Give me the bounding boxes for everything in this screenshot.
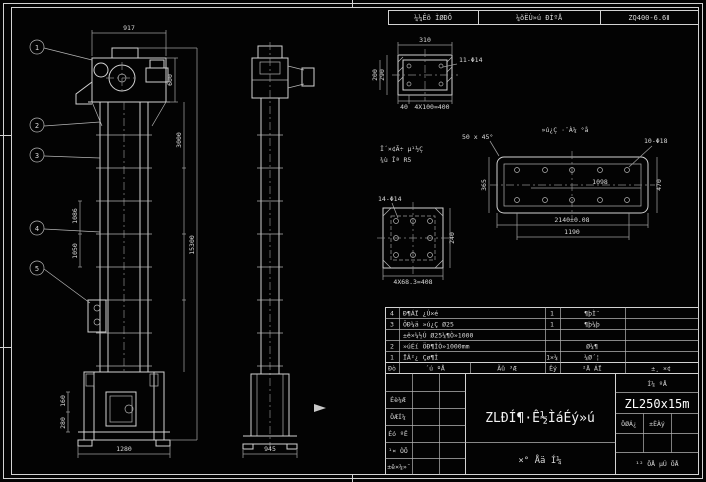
chamfer-label: 50 x 45° — [462, 133, 493, 141]
dim-boot-lower: 280 — [59, 417, 67, 429]
bom-row: ±ê×¼½Ú Ø25¼¶Ò»1000 — [403, 331, 474, 340]
bom-row: 1 ÏÂ²¿ Çø¶Î 1×¼ ¼Ø´¦ — [390, 353, 600, 362]
bom-mat: Ø¼¶ — [586, 343, 598, 351]
dim-total-height: 15300 — [188, 235, 196, 255]
bom-header-rem: ±¸ ×¢ — [651, 365, 671, 373]
dim-channel-edge: 40 — [400, 103, 408, 111]
dim-head-width: 917 — [123, 24, 135, 32]
bom-row: 4 Ð¶ÁÏ ¿Ú×é 1 ¶þÌ¨ — [390, 309, 600, 318]
dim-side-base-width: 945 — [264, 445, 276, 453]
dim-casing-section: 3000 — [175, 132, 183, 148]
sig-label-design: Éè¼Æ — [390, 395, 406, 404]
bom-mat: ¶þÌ¨ — [584, 309, 600, 318]
dim-plate-inner: 1098 — [592, 178, 608, 186]
bom-desc: ÏÂ²¿ Çø¶Î — [403, 353, 438, 362]
dim-channel-pitch: 4X100=400 — [414, 103, 449, 111]
dim-left-upper: 1086 — [71, 208, 79, 224]
balloon-3: 3 — [35, 152, 39, 160]
bom-qty: 1 — [550, 310, 554, 318]
bom-mat: ¶þ¼þ — [584, 321, 600, 329]
dim-boot-upper: 160 — [59, 395, 67, 407]
bom-no: 2 — [390, 343, 394, 351]
header-cell-1: ¼¼Êõ ÌØÐÔ — [414, 13, 452, 22]
drawing-no-label: Í¼ ºÅ — [647, 379, 667, 388]
bom-no: 3 — [390, 321, 394, 329]
bom-table: 4 Ð¶ÁÏ ¿Ú×é 1 ¶þÌ¨ 3 ÖÐ¼ä »ú¿Ç Ø25 1 ¶þ¼… — [385, 307, 699, 374]
title-block: Éè¼Æ ÖÆÍ¼ Éó ºË ¹¤ ÒÕ ±ê×¼»¯ ZLÐÍ¶·Ê½ÌáÉ… — [385, 373, 699, 475]
dim-plate-pitch: 1190 — [564, 228, 580, 236]
bom-desc: »úÉí ÖÐ¶ÎÒ»1000mm — [403, 342, 470, 351]
small-plate-detail: Î´×¢Ã÷ µ¹½Ç ¾ù Îª R5 14-Φ14 4X68.3=408 2… — [377, 144, 456, 286]
dim-channel-width: 310 — [419, 36, 431, 44]
side-view: 945 — [242, 42, 326, 458]
header-cell-3: ZQ400-6.6Ⅱ — [628, 14, 669, 22]
dim-head-height: 600 — [166, 74, 174, 86]
note-line-2: ¾ù Îª R5 — [380, 155, 411, 164]
drawing-title: ZLÐÍ¶·Ê½ÌáÉý»ú — [485, 410, 595, 426]
bom-qty: 1 — [550, 321, 554, 329]
dim-plate-left: 365 — [480, 179, 488, 191]
bom-header-row: Ðò ´ú ºÅ Ãû ³Æ Êý ²Ä ÁÏ ±¸ ×¢ — [388, 364, 671, 373]
dim-channel-left-outer: 290 — [378, 69, 386, 81]
bom-row: 2 »úÉí ÖÐ¶ÎÒ»1000mm Ø¼¶ — [390, 342, 598, 351]
dim-left-lower: 1050 — [71, 243, 79, 259]
bom-header-qty: Êý — [549, 364, 557, 373]
header-strip: ¼¼Êõ ÌØÐÔ ¼õËÙ»ú ÐÍºÅ ZQ400-6.6Ⅱ — [388, 10, 699, 25]
balloon-5: 5 — [35, 265, 39, 273]
flange-plate-detail: »ú¿Ç ·¨À¼ °å 50 x 45° 1098 10-Φ18 365 47… — [462, 125, 668, 240]
channel-holes-label: 11-Φ14 — [459, 56, 483, 64]
front-view — [75, 47, 171, 447]
channel-section-detail: 310 290 200 40 4X100=400 11-Φ14 — [371, 36, 483, 111]
bom-header-code: ´ú ºÅ — [425, 364, 445, 373]
sheet-count-label: ¹² ÕÅ µÚ ÕÅ — [635, 459, 678, 468]
dim-plate-right: 470 — [655, 179, 663, 191]
bom-header-name: Ãû ³Æ — [497, 364, 517, 373]
section-arrow — [314, 404, 326, 412]
header-cell-2: ¼õËÙ»ú ÐÍºÅ — [516, 13, 563, 22]
bom-desc: ÖÐ¼ä »ú¿Ç Ø25 — [403, 320, 454, 329]
bom-qty: 1×¼ — [546, 354, 558, 362]
balloon-1: 1 — [35, 44, 39, 52]
weight-label: ÖØÁ¿ — [621, 419, 637, 428]
dim-plate-overall: 2140±0.08 — [554, 216, 589, 224]
scale-label: ±ÈÀý — [649, 419, 665, 428]
sig-label-process: ¹¤ ÒÕ — [388, 446, 408, 455]
sig-label-standard: ±ê×¼»¯ — [387, 463, 410, 471]
balloon-4: 4 — [35, 225, 39, 233]
note-line-1: Î´×¢Ã÷ µ¹½Ç — [380, 144, 423, 153]
model-number: ZL250x15m — [624, 397, 689, 411]
bom-header-mat: ²Ä ÁÏ — [582, 364, 602, 373]
dim-small-plate-pitch: 4X68.3=408 — [393, 278, 432, 286]
bom-header-no: Ðò — [388, 365, 396, 373]
balloon-2: 2 — [35, 122, 39, 130]
sig-label-check: Éó ºË — [388, 429, 408, 438]
bom-no: 1 — [390, 354, 394, 362]
sig-label-draft: ÖÆÍ¼ — [390, 412, 406, 421]
bom-mat: ¼Ø´¦ — [584, 354, 600, 362]
bom-row: 3 ÖÐ¼ä »ú¿Ç Ø25 1 ¶þ¼þ — [390, 320, 600, 329]
dim-small-plate-side: 240 — [448, 232, 456, 244]
inspection-door — [87, 299, 107, 333]
small-plate-holes-label: 14-Φ14 — [378, 195, 402, 203]
dim-base-width: 1280 — [116, 445, 132, 453]
bom-no: 4 — [390, 310, 394, 318]
doc-type-label: ×° Åä Í¼ — [518, 454, 561, 466]
bom-desc: Ð¶ÁÏ ¿Ú×é — [403, 309, 438, 318]
plate-caption: »ú¿Ç ·¨À¼ °å — [542, 125, 589, 134]
balloon-callouts: 1 2 3 4 5 — [29, 39, 101, 304]
dim-channel-left-inner: 200 — [371, 69, 379, 81]
front-view-dimensions: 917 600 3000 15300 1086 1050 160 280 128… — [59, 24, 198, 458]
plate-holes-label: 10-Φ18 — [644, 137, 668, 145]
bom-desc: ±ê×¼½Ú Ø25¼¶Ò»1000 — [403, 331, 474, 340]
